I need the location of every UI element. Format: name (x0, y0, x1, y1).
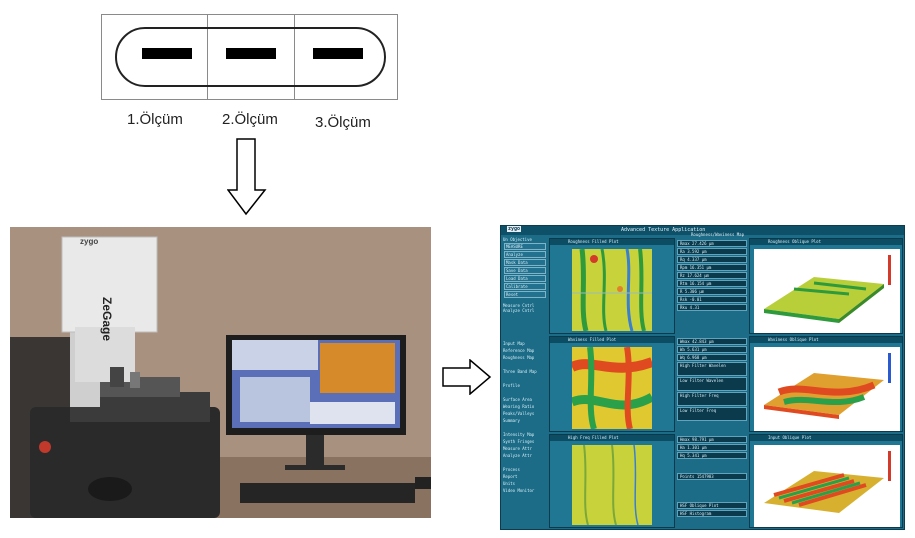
panel-title: Roughness Oblique Plot (750, 239, 902, 245)
panel-title: Waviness Oblique Plot (750, 337, 902, 343)
value-row: Points 1547983 (677, 473, 747, 480)
value-row: Low Filter Wavelen (677, 377, 747, 391)
measurement-label-2: 2.Ölçüm (222, 111, 278, 128)
panel-title: High Freq Filled Plot (550, 435, 674, 441)
menu-item[interactable]: Measure Attr (503, 446, 532, 451)
menu-item[interactable]: Input Map (503, 341, 525, 346)
right-arrow-icon (442, 359, 492, 395)
panel-title: Roughness Filled Plot (550, 239, 674, 245)
value-row: Rq 4.337 μm (677, 256, 747, 263)
measurement-frame (101, 14, 398, 100)
value-row[interactable]: HSF Histogram (677, 510, 747, 517)
measurement-mark-3 (313, 48, 363, 59)
menu-item[interactable]: Roughness Map (503, 355, 535, 360)
measurement-label-1: 1.Ölçüm (127, 111, 183, 128)
menu-button[interactable]: Calibrate (504, 283, 546, 290)
value-row: R 5.306 μm (677, 288, 747, 295)
measurement-mark-1 (142, 48, 192, 59)
value-row: Wa 5.631 μm (677, 346, 747, 353)
lab-setup-illustration (10, 227, 431, 518)
value-row: Rku 4.31 (677, 304, 747, 311)
value-row: Low Filter Freq (677, 407, 747, 421)
frame-divider-2 (294, 15, 295, 99)
measurement-label-3: 3.Ölçüm (315, 114, 371, 131)
software-logo: zygo (507, 226, 522, 232)
menu-button[interactable]: Mask Data (504, 259, 546, 266)
panel-title: Waviness Filled Plot (550, 337, 674, 343)
menu-button[interactable]: Reset (504, 291, 546, 298)
menu-item[interactable]: Analyze Cntrl (503, 308, 535, 313)
menu-button[interactable]: Save Data (504, 267, 546, 274)
menu-item[interactable]: Wearing Ratio (503, 404, 535, 409)
specimen-outline (115, 27, 386, 87)
frame-divider-1 (207, 15, 208, 99)
menu-item[interactable]: Reference Map (503, 348, 535, 353)
menu-item[interactable]: Un Objective (503, 237, 532, 242)
value-row: Ha 1.301 μm (677, 444, 747, 451)
waviness-map (572, 347, 652, 429)
menu-item[interactable]: Units (503, 481, 516, 486)
software-menu-bottom: Input Map Reference Map Roughness Map Th… (503, 340, 547, 494)
waviness-oblique-plot (754, 347, 900, 431)
software-titlebar (501, 226, 904, 235)
value-row: Hmax 98.791 μm (677, 436, 747, 443)
menu-button[interactable]: Analyze (504, 251, 546, 258)
waviness-filled-panel: Waviness Filled Plot (549, 336, 675, 432)
value-row: Rpm 16.351 μm (677, 264, 747, 271)
roughness-oblique-panel: Roughness Oblique Plot (749, 238, 903, 334)
value-row: Ra 3.592 μm (677, 248, 747, 255)
menu-item[interactable]: Peaks/Valleys (503, 411, 535, 416)
value-row: Hq 5.341 μm (677, 452, 747, 459)
value-row: Wq 6.968 μm (677, 354, 747, 361)
roughness-map (572, 249, 652, 331)
menu-item[interactable]: Report (503, 474, 518, 479)
value-row: Rsk -0.01 (677, 296, 747, 303)
high-freq-filled-panel: High Freq Filled Plot (549, 434, 675, 528)
roughness-filled-panel: Roughness Filled Plot (549, 238, 675, 334)
high-freq-values: Hmax 98.791 μm Ha 1.301 μm Hq 5.341 μm P… (677, 436, 747, 518)
input-oblique-plot (754, 445, 900, 527)
instrument-photo: zygo ZeGage (10, 227, 431, 518)
instrument-brand: zygo (80, 237, 99, 246)
software-app-title: Advanced Texture Application (621, 227, 706, 233)
menu-item[interactable]: Measure Cntrl (503, 303, 535, 308)
menu-item[interactable]: Process (503, 467, 520, 472)
roughness-oblique-plot (754, 249, 900, 333)
menu-button[interactable]: MEASURE (504, 243, 546, 250)
menu-item[interactable]: Synth Fringes (503, 439, 535, 444)
input-oblique-panel: Input Oblique Plot (749, 434, 903, 528)
menu-item[interactable]: Three Band Map (503, 369, 537, 374)
high-freq-map (572, 445, 652, 525)
menu-item[interactable]: Analyze Attr (503, 453, 532, 458)
software-map-title: Roughness/Waviness Map (691, 232, 744, 237)
value-row: Rtm 16.154 μm (677, 280, 747, 287)
analysis-software-screenshot: zygo Advanced Texture Application Roughn… (500, 225, 905, 530)
value-row: Wmax 42.843 μm (677, 338, 747, 345)
software-menu-top: Un Objective MEASURE Analyze Mask Data S… (503, 237, 547, 313)
panel-title: Input Oblique Plot (750, 435, 902, 441)
waviness-values: Wmax 42.843 μm Wa 5.631 μm Wq 6.968 μm H… (677, 338, 747, 422)
menu-item[interactable]: Summary (503, 418, 520, 423)
menu-button[interactable]: Load Data (504, 275, 546, 282)
waviness-oblique-panel: Waviness Oblique Plot (749, 336, 903, 432)
instrument-model: ZeGage (100, 297, 114, 342)
value-row: Rz 17.624 μm (677, 272, 747, 279)
down-arrow-icon (227, 138, 267, 216)
value-row[interactable]: HSF Oblique Plot (677, 502, 747, 509)
menu-item[interactable]: Video Monitor (503, 488, 535, 493)
value-row: Rmax 27.426 μm (677, 240, 747, 247)
menu-item[interactable]: Surface Area (503, 397, 532, 402)
menu-item[interactable]: Intensity Map (503, 432, 535, 437)
value-row: High Filter Wavelen (677, 362, 747, 376)
menu-item[interactable]: Profile (503, 383, 520, 388)
roughness-values: Rmax 27.426 μm Ra 3.592 μm Rq 4.337 μm R… (677, 240, 747, 312)
value-row: High Filter Freq (677, 392, 747, 406)
measurement-mark-2 (226, 48, 276, 59)
